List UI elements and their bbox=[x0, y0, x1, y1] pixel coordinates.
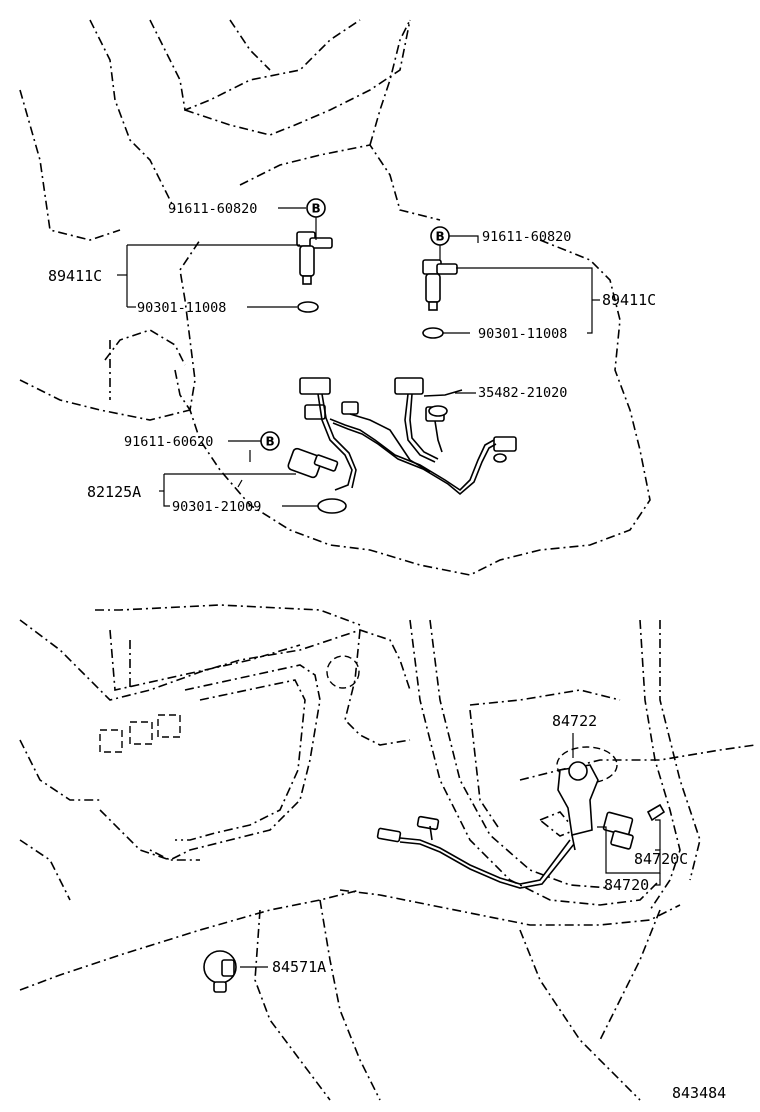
leader-lines-upper bbox=[117, 207, 600, 507]
label-socket: 84571A bbox=[272, 958, 326, 976]
label-switch-c: 84720C bbox=[634, 850, 688, 868]
label-washer-a: 90301-11008 bbox=[137, 300, 226, 316]
diagram-id: 843484 bbox=[672, 1084, 726, 1102]
o-ring-b bbox=[422, 327, 444, 339]
label-bolt-b: 91611-60820 bbox=[482, 229, 571, 245]
transmission-outline bbox=[19, 19, 651, 576]
label-washer-c: 90301-21009 bbox=[172, 499, 261, 515]
label-washer-b: 90301-11008 bbox=[478, 326, 567, 342]
speed-sensor-c bbox=[287, 447, 347, 514]
switch-panel bbox=[99, 655, 360, 753]
label-sensor-b: 89411C bbox=[602, 291, 656, 309]
bolt-marker-c: B bbox=[260, 431, 280, 451]
svg-text:B: B bbox=[312, 202, 321, 216]
label-switch-top: 84722 bbox=[552, 712, 597, 730]
speed-sensor-b bbox=[422, 259, 458, 339]
label-harness: 35482-21020 bbox=[478, 385, 567, 401]
label-bolt-a: 91611-60820 bbox=[168, 201, 257, 217]
cabin-outline bbox=[19, 604, 756, 1101]
leader-lines-lower bbox=[240, 733, 661, 968]
label-sensor-c: 82125A bbox=[87, 483, 141, 501]
bolt-marker-b: B bbox=[430, 226, 450, 246]
speed-sensor-a bbox=[296, 231, 333, 313]
shift-harness bbox=[376, 815, 575, 889]
label-sensor-a: 89411C bbox=[48, 267, 102, 285]
wire-harness bbox=[299, 377, 517, 496]
svg-text:B: B bbox=[436, 230, 445, 244]
shift-knob bbox=[556, 746, 618, 851]
o-ring-c bbox=[317, 498, 347, 514]
o-ring-a bbox=[297, 301, 319, 313]
svg-text:B: B bbox=[266, 435, 275, 449]
socket-part bbox=[203, 950, 237, 993]
label-bolt-c: 91611-60620 bbox=[124, 434, 213, 450]
bolt-marker-a: B bbox=[306, 198, 326, 218]
label-switch: 84720 bbox=[604, 876, 649, 894]
shift-switch bbox=[602, 803, 666, 850]
